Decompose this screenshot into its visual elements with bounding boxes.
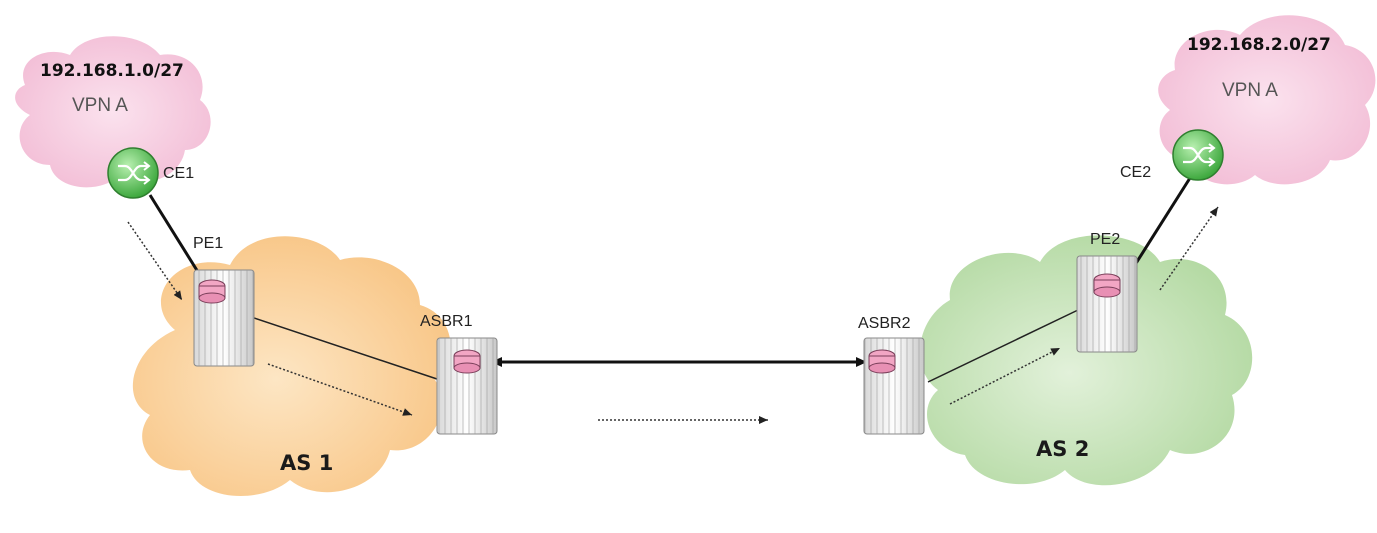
pe1-router-icon[interactable] [193,269,255,367]
pe1-label: PE1 [193,235,223,252]
ce1-router-icon[interactable] [107,147,159,199]
flow-arrow-4 [949,347,1061,405]
ce1-label: CE1 [163,165,194,182]
left-subnet-label: 192.168.1.0/27 [40,61,184,81]
asbr1-label: ASBR1 [420,313,473,330]
asbr2-router-icon[interactable] [863,337,925,435]
right-subnet-label: 192.168.2.0/27 [1187,35,1331,55]
link-asbr2-pe2 [927,309,1079,383]
vpn-cloud-left [15,36,211,188]
asbr1-router-icon[interactable] [436,337,498,435]
ce2-router-icon[interactable] [1172,129,1224,181]
link-pe2-ce2 [1131,177,1192,269]
as1-label: AS 1 [280,451,333,475]
right-vpn-label: VPN A [1222,80,1278,101]
asbr2-label: ASBR2 [858,315,911,332]
ce2-label: CE2 [1120,164,1151,181]
as2-cloud [919,235,1253,486]
flow-arrow-5 [1159,206,1219,291]
flow-arrow-2 [267,363,413,416]
link-pe1-asbr1 [253,317,441,381]
as2-label: AS 2 [1036,437,1089,461]
pe2-router-icon[interactable] [1076,255,1138,353]
left-vpn-label: VPN A [72,95,128,116]
link-ce1-pe1 [148,194,200,273]
pe2-label: PE2 [1090,231,1120,248]
